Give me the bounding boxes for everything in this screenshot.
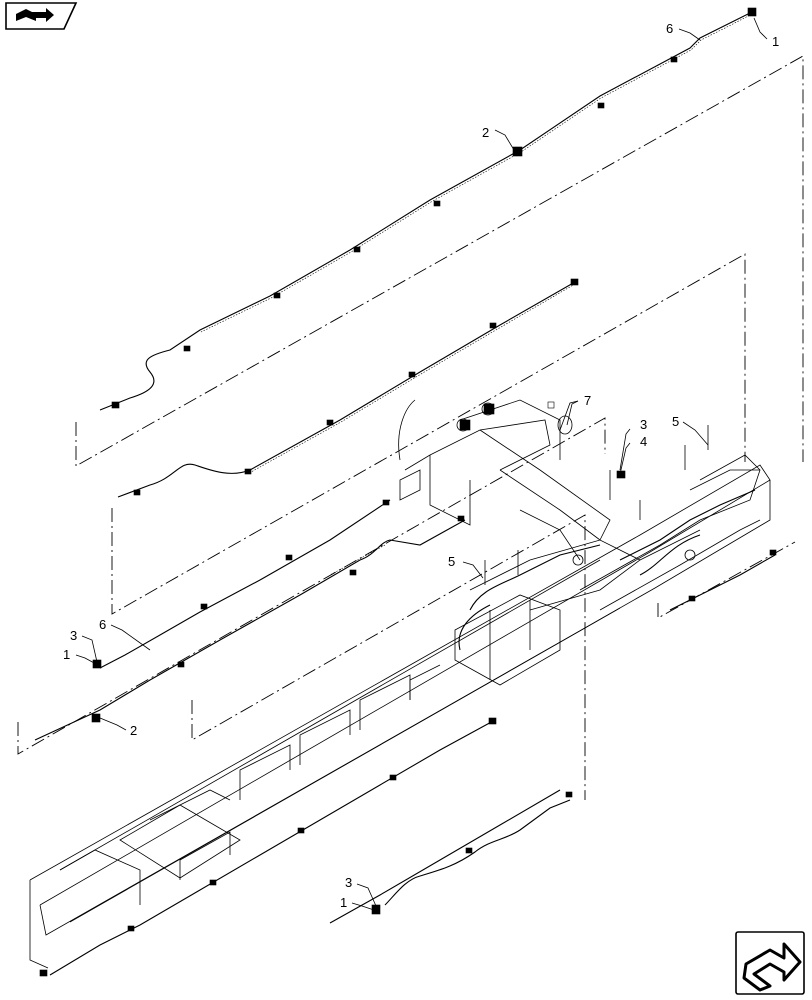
callout-3-left: 3 [70, 628, 77, 643]
hose-third [99, 499, 391, 669]
callout-6-left: 6 [99, 617, 106, 632]
hose-lower-right [384, 799, 571, 906]
phantom-lower-drop [191, 514, 586, 800]
bottom-right-nav-button[interactable] [735, 931, 805, 995]
callout-2-top: 2 [482, 125, 489, 140]
frame-assembly [29, 399, 771, 969]
top-left-nav-button[interactable] [5, 2, 78, 30]
callout-3-right: 3 [640, 417, 647, 432]
callout-7: 7 [584, 393, 591, 408]
bolts [484, 415, 709, 585]
phantom-box-upper [75, 55, 804, 467]
phantom-box-lower-left [17, 417, 606, 755]
phantom-box-middle [111, 253, 746, 615]
hose-upper-long [99, 11, 753, 411]
callout-1-bottom: 1 [340, 895, 347, 910]
callout-1-top: 1 [772, 34, 779, 49]
phantom-lines [17, 55, 804, 800]
hose-runs [34, 11, 776, 976]
hose-right-short [669, 554, 776, 611]
fittings [39, 7, 777, 977]
callout-4: 4 [640, 434, 647, 449]
callout-5-right: 5 [672, 414, 679, 429]
callouts: 1 6 2 7 3 4 5 5 3 6 1 2 3 1 [63, 21, 779, 910]
hose-frame-lower [49, 719, 496, 976]
callout-5-center: 5 [448, 554, 455, 569]
callout-1-left: 1 [63, 647, 70, 662]
callout-2-left: 2 [130, 723, 137, 738]
callout-3-bottom: 3 [345, 875, 352, 890]
callout-6-top: 6 [666, 21, 673, 36]
leader-lines [75, 17, 768, 911]
next-page-arrow-icon [742, 942, 802, 992]
phantom-right-segment [657, 541, 796, 619]
book-arrow-icon [16, 8, 54, 22]
